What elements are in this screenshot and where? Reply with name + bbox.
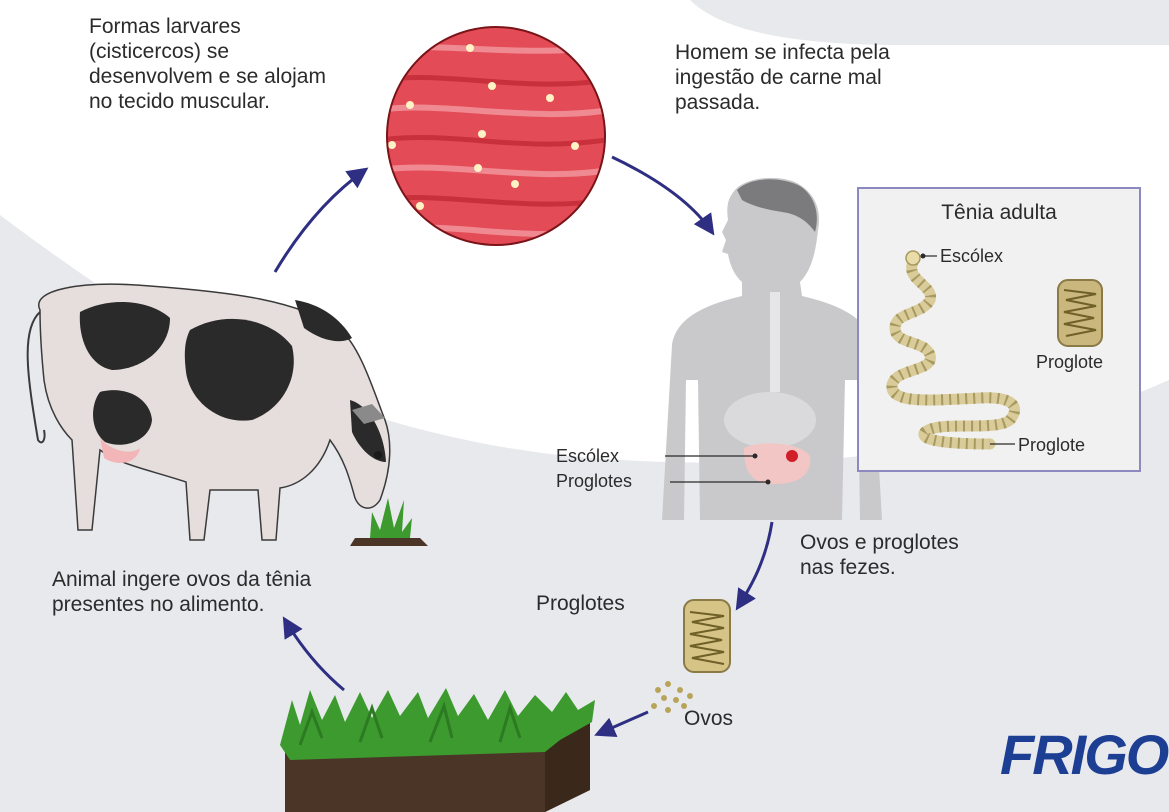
adult-tapeworm-inset	[858, 188, 1140, 471]
cow	[28, 284, 390, 540]
label-proglotes-body: Proglotes	[556, 471, 632, 491]
label-animal-ingere: Animal ingere ovos da tênia presentes no…	[52, 567, 311, 617]
arrow-eggs-to-ground	[598, 712, 648, 734]
frigo-logo: FRIGO	[1000, 722, 1167, 787]
proglote-feces	[684, 600, 730, 672]
label-ovos: Ovos	[684, 707, 733, 730]
label-proglotes-ground: Proglotes	[536, 592, 625, 615]
label-ovos-fezes: Ovos e proglotes nas fezes.	[800, 530, 959, 580]
label-proglote-inset-2: Proglote	[1018, 435, 1085, 455]
label-proglote-inset-1: Proglote	[1036, 352, 1103, 372]
arrow-human-to-feces	[738, 522, 772, 607]
label-escolex-inset: Escólex	[940, 246, 1003, 266]
label-homem-infecta: Homem se infecta pela ingestão de carne …	[675, 40, 890, 115]
label-cisticercos: Formas larvares (cisticercos) se desenvo…	[89, 14, 326, 114]
arrow-ground-to-cow	[285, 620, 344, 690]
label-tenia-adulta: Tênia adulta	[941, 201, 1057, 224]
grass-ground	[280, 688, 595, 812]
label-escolex-body: Escólex	[556, 446, 619, 466]
